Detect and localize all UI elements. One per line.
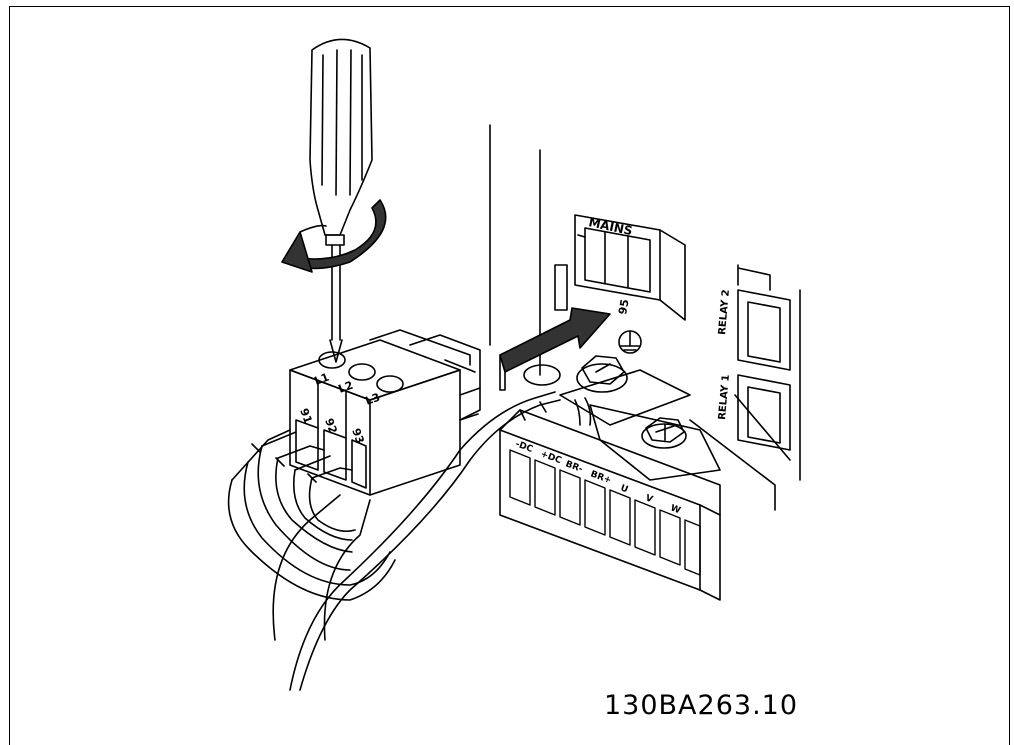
label-relay2: RELAY 2 [717, 289, 732, 335]
plug-top-labels: L1 L2 L3 91 92 93 [297, 371, 382, 446]
label-91: 91 [297, 407, 314, 426]
rotation-arrow [281, 199, 387, 273]
mains-socket [554, 214, 686, 321]
mains-plug [289, 329, 481, 496]
label-terminal-7: W [669, 503, 682, 516]
insertion-arrow [499, 307, 611, 391]
figure-code: 130BA263.10 [604, 690, 799, 721]
screwdriver [309, 38, 373, 363]
figure-frame [9, 6, 1010, 745]
ground-clamp [523, 355, 721, 481]
lower-terminal-block [499, 409, 721, 601]
label-terminal-6: V [644, 493, 654, 505]
label-l2: L2 [337, 379, 355, 396]
cables [227, 391, 592, 691]
lower-terminal-labels: -DC +DC BR- BR+ U V W [514, 439, 682, 516]
label-l1: L1 [313, 371, 331, 388]
drive-housing [489, 124, 801, 511]
relay-connectors [737, 264, 791, 451]
label-95: 95 [616, 298, 631, 315]
label-93: 93 [349, 427, 366, 446]
label-92: 92 [322, 417, 339, 436]
label-mains: MAINS [587, 215, 633, 238]
label-l3: L3 [364, 391, 382, 408]
label-relay1: RELAY 1 [717, 374, 732, 420]
label-terminal-5: U [619, 483, 629, 495]
ground-symbol [618, 330, 642, 354]
